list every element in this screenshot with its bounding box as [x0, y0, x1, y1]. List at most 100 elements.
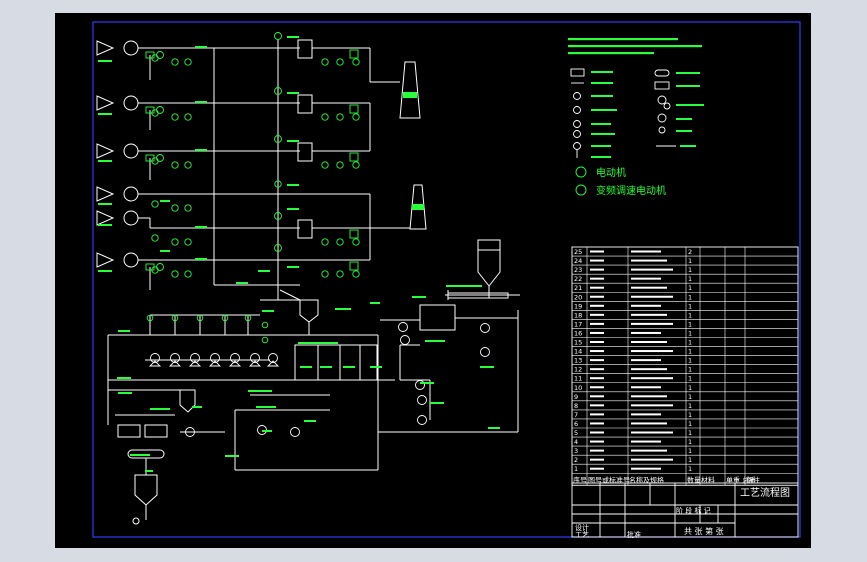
parts-row-name-icon [631, 467, 661, 470]
annotation-label-icon [130, 454, 150, 456]
parts-row-no: 9 [574, 393, 578, 401]
pump-icon [150, 353, 160, 363]
parts-row-qty: 1 [688, 384, 692, 392]
valve-icon [274, 244, 282, 252]
annotation-label-icon [98, 60, 112, 62]
annotation-label-icon [480, 366, 494, 368]
parts-row-qty: 1 [688, 393, 692, 401]
parts-row-no: 17 [574, 320, 582, 328]
annotation-label-icon [287, 92, 299, 94]
parts-row-code-icon [590, 368, 604, 371]
annotation-label-icon [446, 285, 482, 287]
parts-row-no: 10 [574, 384, 582, 392]
parts-row-no: 4 [574, 438, 578, 446]
instrument-icon [336, 238, 344, 246]
boiler-5-symbol [96, 210, 115, 226]
valve-icon [221, 314, 229, 322]
instrument-icon [171, 204, 179, 212]
parts-row-qty: 1 [688, 411, 692, 419]
pump-icon [290, 427, 300, 437]
legend-vfd-motor-label: 变频调速电动机 [596, 184, 666, 197]
parts-row-no: 1 [574, 465, 578, 473]
parts-header-cell: 名称及规格 [629, 475, 664, 484]
parts-row-no: 6 [574, 420, 578, 428]
parts-row-qty: 1 [688, 302, 692, 310]
parts-row-name-icon [631, 250, 661, 253]
parts-row-name-icon [631, 422, 667, 425]
parts-row-no: 18 [574, 311, 582, 319]
parts-row-name-icon [631, 331, 661, 334]
motor-icon [145, 154, 155, 162]
parts-row-no: 8 [574, 402, 578, 410]
motor-icon [156, 51, 164, 59]
parts-row-no: 5 [574, 429, 578, 437]
annotation-label-icon [192, 406, 202, 408]
sheet-row: 共 张 第 张 [684, 526, 724, 536]
parts-row-name-icon [631, 277, 661, 280]
instrument-icon [321, 161, 329, 169]
annotation-label-icon [256, 406, 276, 408]
annotation-label-icon [488, 427, 500, 429]
annotation-label-icon [236, 282, 248, 284]
parts-row-no: 22 [574, 275, 582, 283]
annotation-label-icon [195, 149, 207, 151]
annotation-label-icon [145, 470, 153, 472]
instrument-icon [336, 58, 344, 66]
parts-row-name-icon [631, 404, 673, 407]
stage-label: 阶 段 标 记 [676, 506, 711, 515]
parts-row-name-icon [631, 377, 673, 380]
parts-header-cell: 单重 总重 [726, 475, 756, 484]
damper-icon [349, 104, 359, 114]
motor-icon [156, 263, 164, 271]
legend-motor-label: 电动机 [596, 166, 626, 179]
instrument-icon [352, 238, 360, 246]
parts-row-code-icon [590, 440, 604, 443]
parts-row-no: 25 [574, 248, 582, 256]
annotation-label-icon [118, 330, 130, 332]
pump-icon [415, 380, 425, 390]
pump-icon [210, 353, 220, 363]
pump-base-icon [188, 360, 202, 367]
process-area [107, 239, 520, 525]
parts-row-qty: 1 [688, 329, 692, 337]
parts-row-name-icon [631, 286, 667, 289]
parts-row-no: 23 [574, 266, 582, 274]
parts-row-qty: 1 [688, 311, 692, 319]
parts-row-name-icon [631, 413, 661, 416]
instrument-icon [321, 113, 329, 121]
valve-icon [274, 87, 282, 95]
parts-row-name-icon [631, 350, 673, 353]
annotation-label-icon [98, 203, 112, 205]
instrument-icon [171, 238, 179, 246]
parts-row-code-icon [590, 286, 604, 289]
parts-row-no: 2 [574, 456, 578, 464]
instrument-icon [151, 234, 159, 242]
instrument-icon [274, 180, 282, 188]
damper-icon [349, 261, 359, 271]
annotation-label-icon [287, 208, 299, 210]
parts-row-code-icon [590, 250, 604, 253]
instrument-icon [352, 113, 360, 121]
parts-row-no: 24 [574, 257, 582, 265]
parts-row-qty: 1 [688, 320, 692, 328]
instrument-icon [171, 113, 179, 121]
pump-base-icon [228, 360, 242, 367]
parts-row-qty: 1 [688, 266, 692, 274]
parts-row-qty: 1 [688, 357, 692, 365]
parts-row-no: 7 [574, 411, 578, 419]
instrument-icon [336, 270, 344, 278]
parts-row-code-icon [590, 449, 604, 452]
parts-row-no: 19 [574, 302, 582, 310]
annotation-label-icon [287, 184, 299, 186]
parts-header-cell: 备注 [746, 475, 760, 484]
boiler-6-symbol [96, 252, 115, 268]
instrument-icon [184, 161, 192, 169]
valve-icon [274, 32, 282, 40]
annotation-label-icon [98, 113, 112, 115]
parts-row-no: 14 [574, 348, 582, 356]
annotation-label-icon [287, 266, 299, 268]
pump-icon [400, 335, 410, 345]
valve-icon [261, 321, 269, 329]
